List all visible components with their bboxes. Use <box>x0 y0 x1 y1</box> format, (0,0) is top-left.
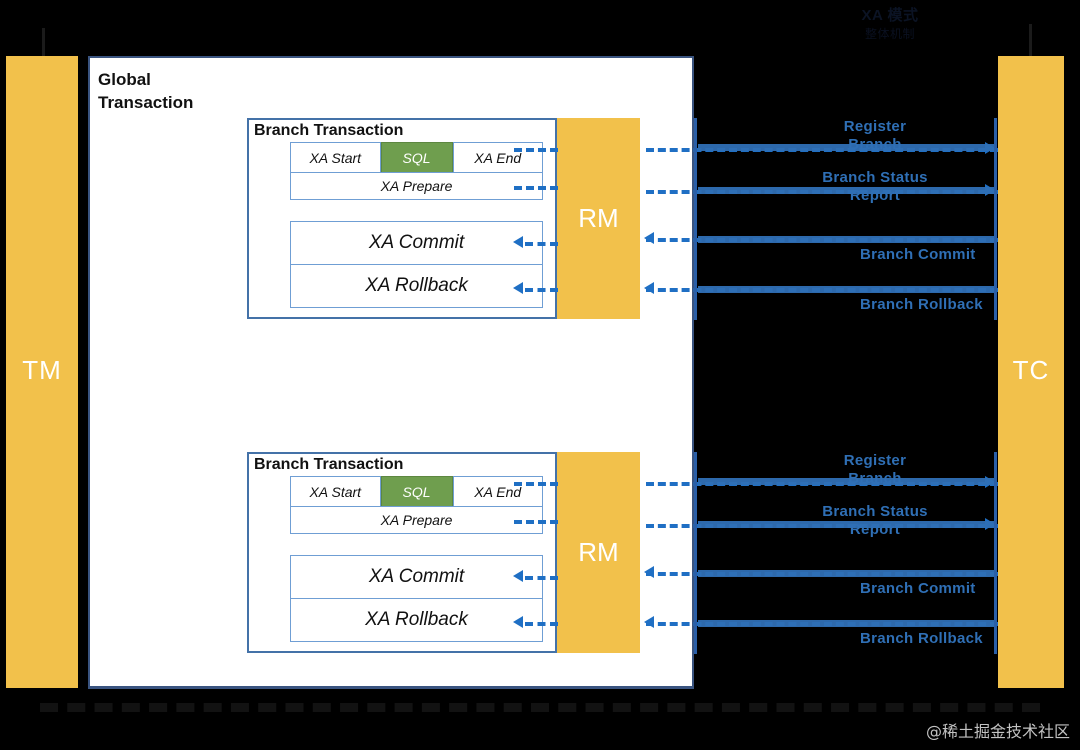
tc-connector-stub <box>1029 24 1032 58</box>
link-branch1-rm-to-rollback <box>525 288 558 292</box>
link-branch1-xaend-to-rm <box>514 148 558 152</box>
branch-1-xa-start[interactable]: XA Start <box>290 142 381 173</box>
msglabel-register-branch-1: Register Branch <box>800 118 950 154</box>
actor-tc[interactable]: TC <box>998 56 1064 688</box>
actor-rm-2-label: RM <box>578 537 619 567</box>
rail-right-bottom <box>994 452 997 654</box>
link-branch2-prepare-to-rm <box>514 520 558 524</box>
link-branch1-rm-to-commit <box>525 242 558 246</box>
arrow-tc-branch-rollback-2 <box>644 616 654 628</box>
link-branch1-prepare-to-rm <box>514 186 558 190</box>
branch-1-sql[interactable]: SQL <box>380 142 453 173</box>
branch-1-xa-rollback[interactable]: XA Rollback <box>290 264 543 308</box>
branch-1-xa-prepare[interactable]: XA Prepare <box>290 172 543 200</box>
arrow-branch1-rollback <box>513 282 523 294</box>
arrow-tc-branch-rollback-1 <box>644 282 654 294</box>
msglabel-branch-status-report-1-line2: Report <box>849 187 901 204</box>
branch-transaction-1-title: Branch Transaction <box>254 122 404 139</box>
branch-1-xa-end[interactable]: XA End <box>452 142 543 173</box>
arrow-tc-branch-commit-1 <box>644 232 654 244</box>
global-title-line1: Global <box>98 70 151 89</box>
msglabel-branch-commit-1-line1: Branch Commit <box>860 246 976 263</box>
diagram-title-line1: XA 模式 <box>861 7 919 24</box>
msgband-branch-commit-2 <box>698 570 994 577</box>
msglabel-register-branch-2: Register Branch <box>800 452 950 488</box>
msglabel-branch-rollback-2: Branch Rollback <box>860 630 1010 648</box>
msglabel-register-branch-2-line1: Register <box>843 452 907 469</box>
msgband-register-branch-2 <box>698 478 994 485</box>
branch-2-xa-prepare[interactable]: XA Prepare <box>290 506 543 534</box>
tm-connector-stub <box>42 28 45 58</box>
msglabel-register-branch-1-line1: Register <box>843 118 907 135</box>
bottom-dashed-baseline <box>40 703 1040 712</box>
msglabel-branch-status-report-1: Branch Status Report <box>790 169 960 205</box>
arrow-branch1-commit <box>513 236 523 248</box>
rail-right-top <box>994 118 997 320</box>
watermark-ghost <box>901 725 905 740</box>
link-branch2-rm-to-commit <box>525 576 558 580</box>
msglabel-branch-status-report-1-line1: Branch Status <box>822 169 928 186</box>
rail-left-top <box>694 118 697 320</box>
branch-2-xa-steps: XA Start SQL XA End <box>290 476 543 507</box>
branch-2-xa-end[interactable]: XA End <box>452 476 543 507</box>
msglabel-branch-rollback-1-line1: Branch Rollback <box>860 296 983 313</box>
arrow-branch2-rollback <box>513 616 523 628</box>
msgband-branch-rollback-1 <box>698 286 994 293</box>
msglabel-branch-rollback-2-line1: Branch Rollback <box>860 630 983 647</box>
actor-rm-1[interactable]: RM <box>557 118 640 319</box>
global-title-line2: Transaction <box>98 93 194 112</box>
actor-tm-label: TM <box>22 354 62 385</box>
msglabel-branch-commit-2: Branch Commit <box>860 580 1000 598</box>
watermark: @稀土掘金技术社区 <box>925 722 1070 741</box>
panel-bottom-edge <box>88 686 694 689</box>
actor-tm[interactable]: TM <box>6 56 78 688</box>
msglabel-branch-commit-1: Branch Commit <box>860 246 1000 264</box>
global-transaction-title: Global Transaction <box>98 68 193 114</box>
branch-transaction-2: Branch Transaction XA Start SQL XA End X… <box>247 452 557 653</box>
rail-left-bottom <box>694 452 697 654</box>
msgband-branch-rollback-2 <box>698 620 994 627</box>
msglabel-branch-status-report-2: Branch Status Report <box>790 503 960 539</box>
diagram-title: XA 模式 整体机制 <box>740 6 1040 44</box>
actor-tc-label: TC <box>1012 354 1050 385</box>
branch-transaction-1: Branch Transaction XA Start SQL XA End X… <box>247 118 557 319</box>
link-branch2-xaend-to-rm <box>514 482 558 486</box>
msglabel-branch-status-report-2-line2: Report <box>849 521 901 538</box>
actor-rm-1-label: RM <box>578 203 619 233</box>
branch-2-sql[interactable]: SQL <box>380 476 453 507</box>
msglabel-branch-commit-2-line1: Branch Commit <box>860 580 976 597</box>
branch-2-xa-start[interactable]: XA Start <box>290 476 381 507</box>
arrow-branch2-commit <box>513 570 523 582</box>
msgband-branch-status-report-2 <box>698 521 994 528</box>
actor-rm-2[interactable]: RM <box>557 452 640 653</box>
branch-1-xa-steps: XA Start SQL XA End <box>290 142 543 173</box>
branch-transaction-2-title: Branch Transaction <box>254 456 404 473</box>
link-branch2-rm-to-rollback <box>525 622 558 626</box>
arrow-tc-branch-commit-2 <box>644 566 654 578</box>
msglabel-branch-status-report-2-line1: Branch Status <box>822 503 928 520</box>
branch-2-xa-commit[interactable]: XA Commit <box>290 555 543 599</box>
msglabel-register-branch-2-line2: Branch <box>848 470 902 487</box>
branch-1-xa-commit[interactable]: XA Commit <box>290 221 543 265</box>
msgband-register-branch-1 <box>698 144 994 151</box>
diagram-title-line2: 整体机制 <box>864 27 915 41</box>
msgband-branch-commit-1 <box>698 236 994 243</box>
msgband-branch-status-report-1 <box>698 187 994 194</box>
msglabel-register-branch-1-line2: Branch <box>848 136 902 153</box>
branch-2-xa-rollback[interactable]: XA Rollback <box>290 598 543 642</box>
msglabel-branch-rollback-1: Branch Rollback <box>860 296 1010 314</box>
